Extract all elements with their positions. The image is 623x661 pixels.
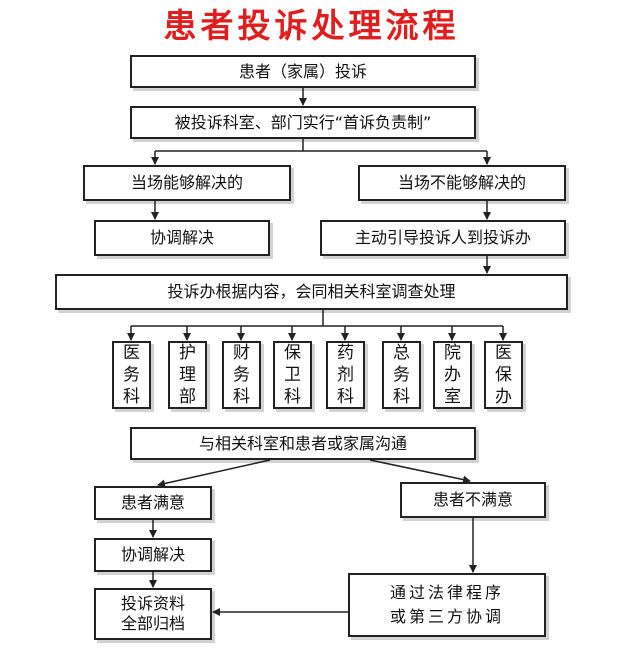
- node-responsibility: 被投诉科室、部门实行“首诉负责制”: [130, 106, 476, 139]
- arrow-to-satisfied: [157, 459, 271, 488]
- dept-box: 药剂科: [326, 341, 365, 409]
- node-investigate: 投诉办根据内容，会同相关科室调查处理: [55, 274, 568, 310]
- node-satisfied: 患者满意: [94, 486, 212, 520]
- node-legal: 通过法律程序 或第三方协调: [348, 573, 546, 637]
- arrow-to-unsatisfied: [369, 459, 471, 484]
- node-can-resolve: 当场能够解决的: [83, 165, 291, 201]
- node-complaint: 患者（家属）投诉: [130, 55, 476, 88]
- node-guide: 主动引导投诉人到投诉办: [320, 220, 566, 256]
- dept-box: 医保办: [484, 341, 523, 409]
- dept-box: 院办室: [433, 341, 472, 409]
- dept-box: 财务科: [222, 341, 261, 409]
- node-communicate: 与相关科室和患者或家属沟通: [130, 427, 476, 460]
- diagram-title: 患者投诉处理流程: [163, 6, 460, 45]
- node-coordinate-2: 协调解决: [94, 538, 212, 572]
- dept-box: 护理部: [168, 341, 207, 409]
- dept-box: 保卫科: [273, 341, 312, 409]
- dept-box: 医务科: [112, 341, 151, 409]
- node-cannot-resolve: 当场不能够解决的: [358, 165, 566, 201]
- node-archive: 投诉资料 全部归档: [94, 588, 212, 640]
- dept-box: 总务科: [382, 341, 421, 409]
- node-unsatisfied: 患者不满意: [400, 482, 546, 518]
- node-coordinate-1: 协调解决: [94, 220, 270, 256]
